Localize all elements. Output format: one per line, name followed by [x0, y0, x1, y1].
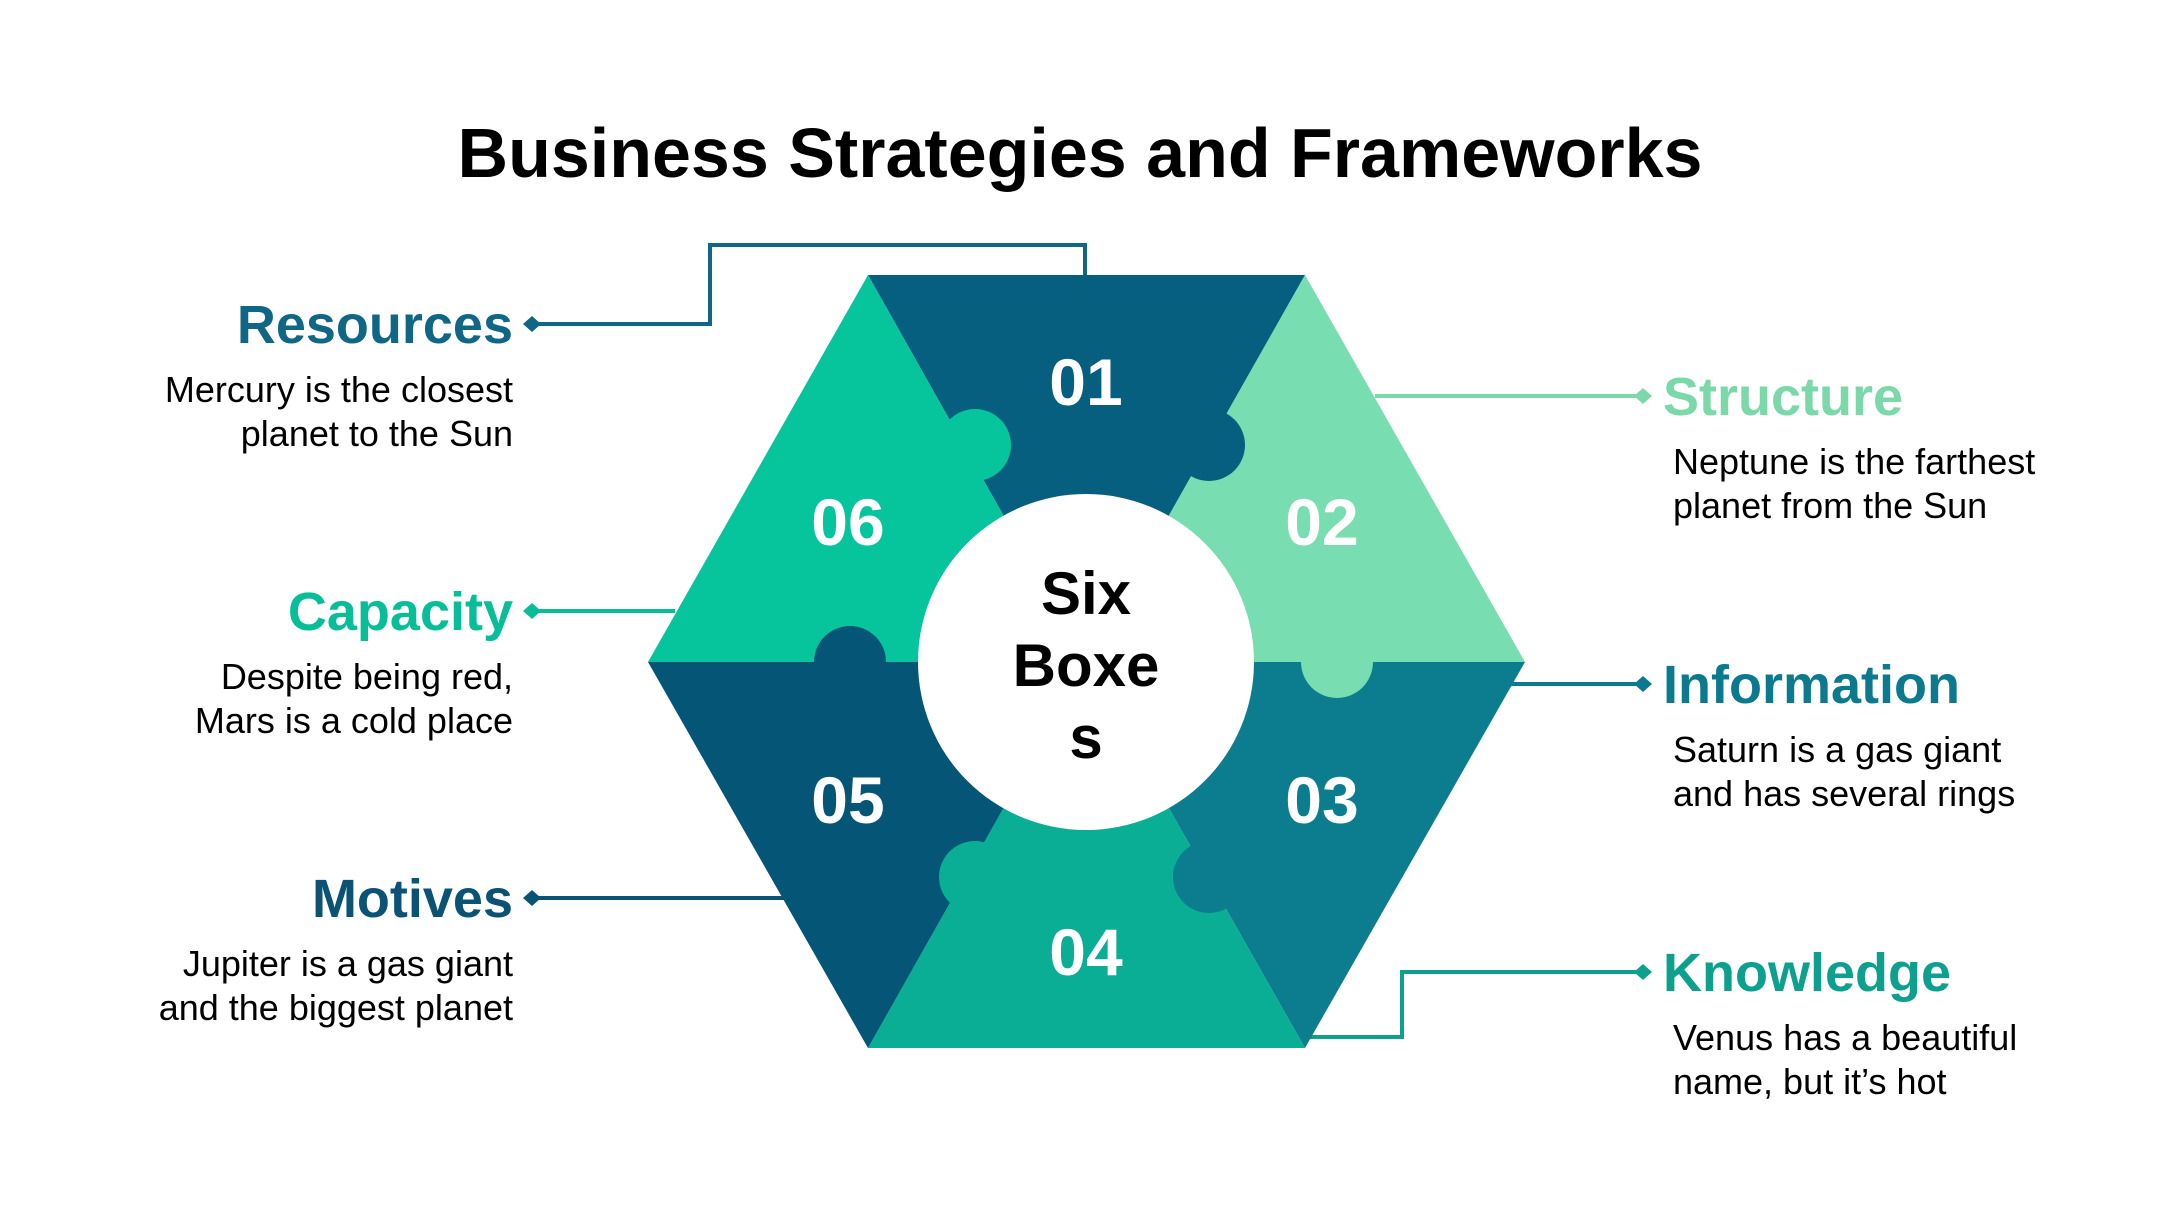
item-capacity-desc: Despite being red, Mars is a cold place — [33, 655, 513, 743]
segment-number-04: 04 — [1049, 915, 1123, 989]
segment-01 — [868, 275, 1305, 662]
item-capacity: Capacity Despite being red, Mars is a co… — [33, 585, 513, 743]
item-motives-desc-line-1: Jupiter is a gas giant — [182, 943, 513, 984]
item-motives: Motives Jupiter is a gas giant and the b… — [33, 872, 513, 1030]
puzzle-knob-04 — [939, 841, 1011, 913]
puzzle-knob-06 — [939, 409, 1011, 481]
item-knowledge-desc-line-2: name, but it’s hot — [1673, 1061, 1947, 1102]
item-motives-desc: Jupiter is a gas giant and the biggest p… — [33, 942, 513, 1030]
puzzle-knob-05 — [814, 626, 886, 698]
item-resources-desc-line-2: planet to the Sun — [240, 413, 513, 454]
center-circle — [918, 494, 1254, 830]
item-knowledge-desc: Venus has a beautiful name, but it’s hot — [1663, 1016, 2143, 1104]
center-label-line-2: Boxe — [1013, 632, 1160, 699]
item-information-desc: Saturn is a gas giant and has several ri… — [1663, 728, 2143, 816]
item-resources: Resources Mercury is the closest planet … — [33, 298, 513, 456]
item-knowledge-desc-line-1: Venus has a beautiful — [1673, 1017, 2018, 1058]
connector-resources-dot — [523, 316, 541, 332]
item-resources-desc-line-1: Mercury is the closest — [164, 369, 513, 410]
item-information: Information Saturn is a gas giant and ha… — [1663, 658, 2143, 816]
puzzle-knob-03 — [1173, 841, 1245, 913]
connector-knowledge-dot — [1634, 964, 1652, 980]
item-structure-desc-line-2: planet from the Sun — [1673, 485, 1988, 526]
item-capacity-title: Capacity — [287, 582, 513, 642]
segment-number-05: 05 — [811, 763, 884, 837]
item-resources-desc: Mercury is the closest planet to the Sun — [33, 368, 513, 456]
segment-04 — [868, 662, 1305, 1048]
item-motives-title: Motives — [311, 869, 513, 929]
item-structure: Structure Neptune is the farthest planet… — [1663, 370, 2143, 528]
center-label-line-3: s — [1069, 704, 1102, 771]
puzzle-knob-02 — [1301, 626, 1373, 698]
connector-structure-dot — [1634, 388, 1652, 404]
page-title: Business Strategies and Frameworks — [457, 114, 1703, 192]
item-information-desc-line-2: and has several rings — [1673, 773, 2016, 814]
item-resources-title: Resources — [236, 295, 513, 355]
segment-number-03: 03 — [1285, 763, 1358, 837]
item-structure-desc: Neptune is the farthest planet from the … — [1663, 440, 2143, 528]
item-capacity-desc-line-1: Despite being red, — [220, 656, 513, 697]
item-motives-desc-line-2: and the biggest planet — [158, 987, 513, 1028]
segment-number-06: 06 — [811, 485, 884, 559]
item-knowledge: Knowledge Venus has a beautiful name, bu… — [1663, 946, 2143, 1104]
connector-knowledge — [1310, 970, 1640, 1039]
hexagon — [648, 275, 1525, 1048]
item-knowledge-title: Knowledge — [1663, 943, 1952, 1003]
connector-resources — [535, 243, 1087, 326]
item-structure-desc-line-1: Neptune is the farthest — [1673, 441, 2036, 482]
item-information-desc-line-1: Saturn is a gas giant — [1673, 729, 2002, 770]
puzzle-knob-01 — [1173, 409, 1245, 481]
connector-information-dot — [1634, 676, 1652, 692]
item-information-title: Information — [1663, 655, 1960, 715]
segment-number-01: 01 — [1049, 345, 1122, 419]
segment-number-02: 02 — [1285, 485, 1358, 559]
connector-motives-dot — [523, 890, 541, 906]
connectors — [523, 243, 1652, 1039]
connector-capacity-dot — [523, 603, 541, 619]
item-capacity-desc-line-2: Mars is a cold place — [194, 700, 513, 741]
item-structure-title: Structure — [1663, 367, 1904, 427]
center-label-line-1: Six — [1041, 560, 1131, 627]
